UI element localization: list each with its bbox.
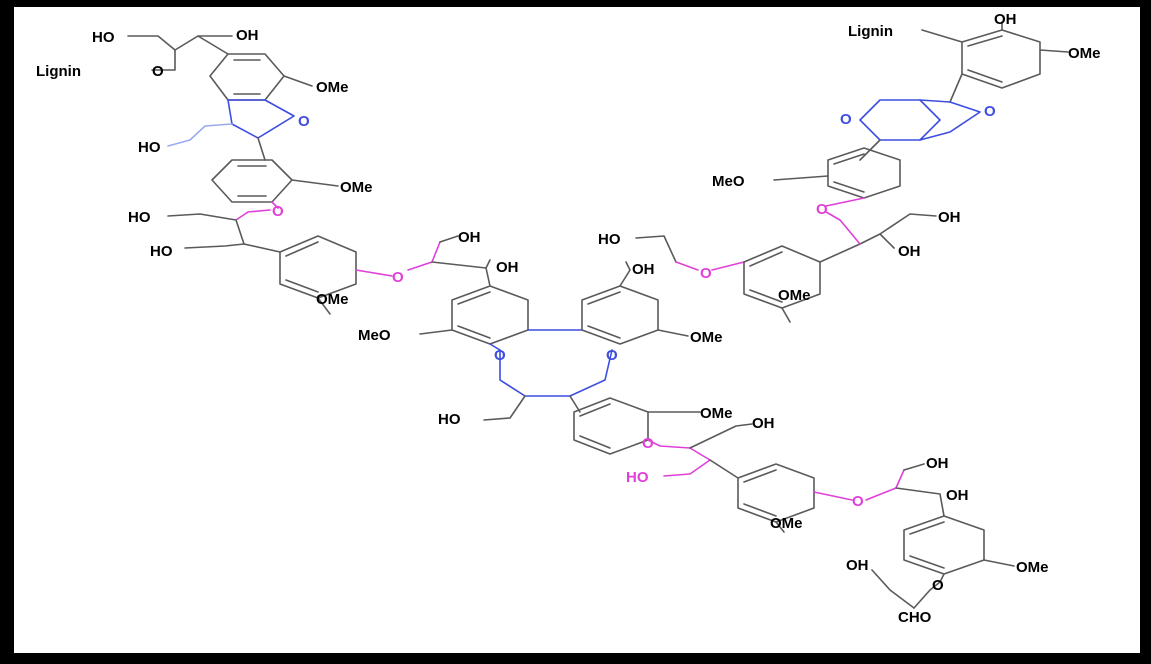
hydroxyl-label: HO [598, 231, 621, 248]
hydroxyl-label: OH [846, 557, 869, 574]
methoxy-label: MeO [712, 173, 745, 190]
methoxy-label: OMe [700, 405, 733, 422]
beta-o-4-oxygen-label: O [392, 269, 404, 286]
ring-oxygen-label: O [984, 103, 996, 120]
hydroxyl-label: OH [632, 261, 655, 278]
ring-oxygen-label: O [494, 347, 506, 364]
unit-lower-right [737, 463, 945, 533]
hydroxyl-label: HO [128, 209, 151, 226]
hydroxyl-label: OH [926, 455, 949, 472]
labels-lower-middle: OMe O OH HO [626, 405, 775, 486]
labels-top-left: HO OH Lignin O OMe O HO OMe [36, 27, 373, 196]
unit-right-upper [711, 211, 937, 323]
lignin-structure-diagram: HO OH Lignin O OMe O HO OMe O HO HO OMe … [36, 11, 1101, 626]
beta-o-4-oxygen-label: O [852, 493, 864, 510]
labels-central-left: OH OH MeO [358, 229, 519, 344]
hydroxyl-label: HO [438, 411, 461, 428]
ether-oxygen-label: O [152, 63, 164, 80]
beta-o-4-oxygen-label: O [272, 203, 284, 220]
labels-top-right: Lignin OH OMe O O [840, 11, 1101, 128]
hydroxyl-label: HO [626, 469, 649, 486]
lignin-label: Lignin [36, 63, 81, 80]
labels-right-second: MeO O [712, 173, 828, 218]
methoxy-label: OMe [770, 515, 803, 532]
methoxy-label: OMe [316, 291, 349, 308]
methoxy-label: OMe [690, 329, 723, 346]
unit-central-right [527, 235, 699, 345]
unit-central-left [407, 235, 529, 351]
dibenzodioxocin-ring [483, 349, 613, 421]
hydroxyl-label: HO [92, 29, 115, 46]
hydroxyl-label: OH [752, 415, 775, 432]
methoxy-label: OMe [778, 287, 811, 304]
ring-oxygen-label: O [606, 347, 618, 364]
hydroxyl-label: HO [150, 243, 173, 260]
labels-dibenzodioxocin: O O HO [438, 347, 618, 428]
methoxy-label: MeO [358, 327, 391, 344]
unit-left-upper [167, 209, 393, 315]
hydroxyl-label: OH [994, 11, 1017, 28]
methoxy-label: OMe [1016, 559, 1049, 576]
beta-o-4-oxygen-label: O [642, 435, 654, 452]
ring-oxygen-label: O [298, 113, 310, 130]
unit-top-right [859, 21, 1069, 161]
labels-right-upper: O OMe OH OH [700, 209, 961, 304]
figure-frame: HO OH Lignin O OMe O HO OMe O HO HO OMe … [14, 7, 1140, 653]
unit-bottom [871, 515, 1015, 609]
methoxy-label: OMe [316, 79, 349, 96]
hydroxyl-label: OH [496, 259, 519, 276]
labels-bottom: OMe O OH CHO [846, 557, 1049, 626]
methoxy-label: OMe [1068, 45, 1101, 62]
ring-oxygen-label: O [840, 111, 852, 128]
hydroxyl-label: OH [458, 229, 481, 246]
hydroxyl-label: OH [898, 243, 921, 260]
unit-top-left [127, 35, 339, 209]
unit-lower-middle [573, 397, 753, 479]
methoxy-label: OMe [340, 179, 373, 196]
labels-central-right: HO OH OMe [598, 231, 723, 346]
hydroxyl-label: OH [946, 487, 969, 504]
lignin-label: Lignin [848, 23, 893, 40]
hydroxyl-label: HO [138, 139, 161, 156]
unit-right-second [773, 147, 901, 207]
beta-o-4-oxygen-label: O [816, 201, 828, 218]
labels-lower-right: OMe O OH OH [770, 455, 969, 532]
aldehyde-label: CHO [898, 609, 932, 626]
labels-left-upper: O HO HO OMe O [128, 203, 404, 308]
beta-o-4-oxygen-label: O [700, 265, 712, 282]
hydroxyl-label: OH [938, 209, 961, 226]
hydroxyl-label: OH [236, 27, 259, 44]
ether-oxygen-label: O [932, 577, 944, 594]
